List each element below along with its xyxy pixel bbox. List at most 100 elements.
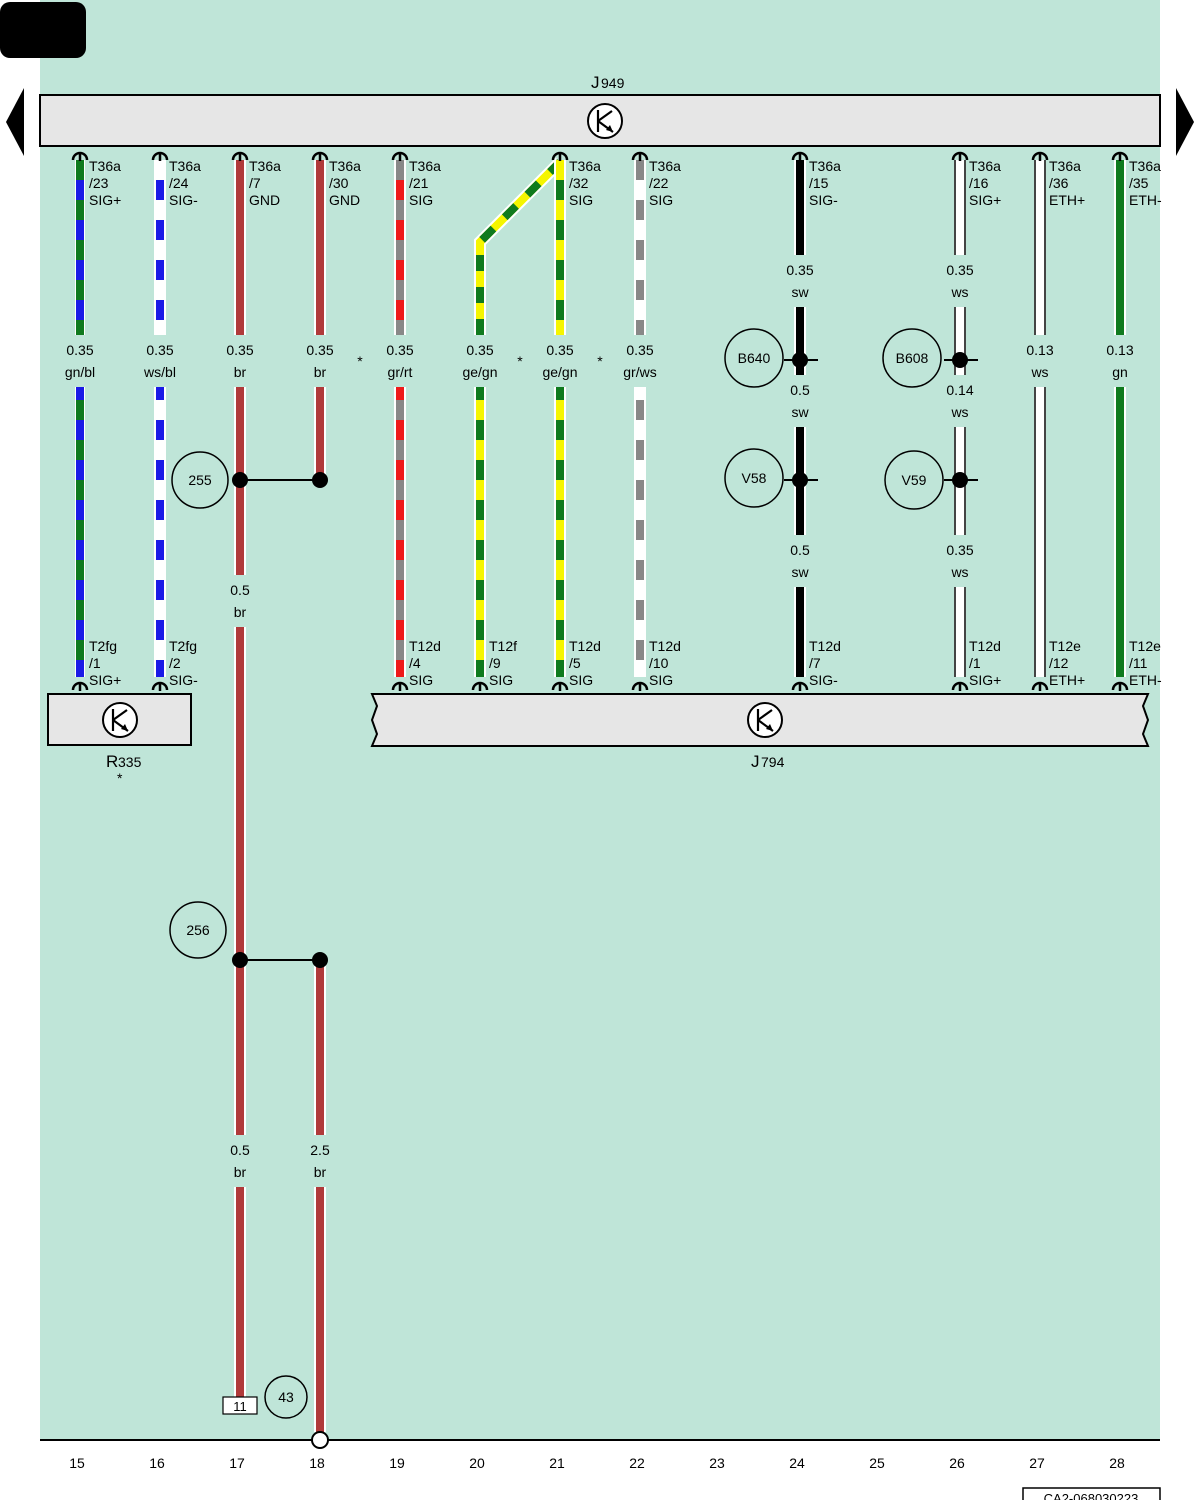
wire-size-label: 0.35: [546, 342, 573, 358]
wire-br[interactable]: [236, 1187, 244, 1397]
wire-gegn[interactable]: [476, 387, 484, 677]
track-number: 25: [869, 1455, 885, 1471]
wire-size-label: 0.13: [1106, 342, 1133, 358]
wire-gn[interactable]: [1116, 387, 1124, 677]
pin-number: /32: [569, 175, 589, 191]
pin-conn: T12f: [489, 638, 517, 654]
wire-gegn[interactable]: [556, 387, 564, 677]
wire-br[interactable]: [316, 160, 324, 335]
wire-br[interactable]: [236, 160, 244, 335]
wire-wsbl[interactable]: [156, 387, 164, 677]
pin-conn: T2fg: [89, 638, 117, 654]
pin-signal: SIG: [409, 672, 433, 688]
wire-grws[interactable]: [636, 387, 644, 677]
wire-ws[interactable]: [1036, 160, 1044, 335]
wire-gegn[interactable]: [556, 160, 564, 335]
control-unit-icon: [586, 102, 624, 140]
wire-gnbl[interactable]: [76, 160, 84, 335]
wire-sw[interactable]: [796, 160, 804, 255]
pin-signal: ETH-: [1129, 192, 1162, 208]
wires: [75, 157, 1126, 1432]
ref-label-43: 43: [278, 1389, 294, 1405]
pin-signal: SIG-: [809, 192, 838, 208]
wire-color-label: br: [314, 1164, 327, 1180]
wire-wsbl[interactable]: [156, 160, 164, 335]
sensor-b608[interactable]: [882, 328, 942, 388]
pin-number: /4: [409, 655, 421, 671]
pin-number: /5: [569, 655, 581, 671]
pin-number: /1: [89, 655, 101, 671]
wire-br[interactable]: [316, 387, 324, 480]
asterisk-note: *: [517, 353, 523, 369]
triangle-right-icon[interactable]: [1176, 88, 1194, 156]
wire-br[interactable]: [236, 627, 244, 1135]
track-number: 15: [69, 1455, 85, 1471]
pin-signal: SIG+: [969, 192, 1001, 208]
track-number: 18: [309, 1455, 325, 1471]
bottom-connector-pins: T2fg/1SIG+T2fg/2SIG-T12d/4SIGT12f/9SIGT1…: [71, 638, 1162, 692]
wire-gn[interactable]: [1116, 160, 1124, 335]
track-number: 27: [1029, 1455, 1045, 1471]
wire-ws[interactable]: [956, 160, 964, 255]
wire-br[interactable]: [316, 960, 324, 1135]
wire-size-label: 0.5: [790, 382, 810, 398]
pin-conn: T36a: [249, 158, 281, 174]
wire-size-label: 0.35: [946, 542, 973, 558]
wire-grrt[interactable]: [396, 160, 404, 335]
component-j794: J 794: [370, 693, 1150, 771]
pin-signal: ETH-: [1129, 672, 1162, 688]
wire-ws[interactable]: [956, 307, 964, 375]
actuator-v59[interactable]: [884, 450, 944, 510]
pin-number: /36: [1049, 175, 1069, 191]
splices: [232, 352, 978, 968]
wire-grws[interactable]: [636, 160, 644, 335]
splice-dot: [952, 472, 968, 488]
j794-letter: J: [751, 752, 760, 771]
wire-size-label: 0.35: [466, 342, 493, 358]
pin-signal: GND: [329, 192, 360, 208]
splice-dot: [232, 472, 248, 488]
pin-conn: T12e: [1049, 638, 1081, 654]
wire-color-label: br: [234, 1164, 247, 1180]
splice-dot: [312, 952, 328, 968]
actuator-v58[interactable]: [724, 448, 784, 508]
sensor-b640[interactable]: [724, 328, 784, 388]
wire-br[interactable]: [316, 1187, 324, 1432]
ref-circle-256[interactable]: [169, 901, 227, 959]
wire-gegn-diagonal[interactable]: [476, 159, 563, 335]
wire-ws[interactable]: [1036, 387, 1044, 677]
triangle-left-icon[interactable]: [6, 88, 24, 156]
pin-conn: T36a: [649, 158, 681, 174]
actuator-v58-label: V58: [742, 470, 767, 486]
wire-color-label: ws: [950, 564, 968, 580]
wire-grrt[interactable]: [396, 387, 404, 677]
pin-conn: T12d: [969, 638, 1001, 654]
j949-letter: J: [591, 73, 600, 92]
r335-sub: 335: [118, 754, 142, 770]
ref-circle-43[interactable]: [264, 1375, 308, 1419]
asterisk-note: *: [357, 353, 363, 369]
pin-number: /11: [1129, 655, 1148, 671]
ground-point-box[interactable]: [222, 1396, 258, 1415]
wire-gnbl[interactable]: [76, 387, 84, 677]
wire-sw[interactable]: [796, 307, 804, 375]
track-number: 21: [549, 1455, 565, 1471]
wire-ws[interactable]: [956, 587, 964, 677]
pin-number: /30: [329, 175, 349, 191]
pin-signal: SIG-: [169, 192, 198, 208]
asterisk-note: *: [597, 353, 603, 369]
wire-size-label: 0.35: [306, 342, 333, 358]
wire-color-label: br: [234, 364, 247, 380]
wire-sw[interactable]: [796, 587, 804, 677]
asterisks: * * *: [357, 353, 603, 369]
track-number: 23: [709, 1455, 725, 1471]
wire-size-label: 0.14: [946, 382, 973, 398]
pin-conn: T12d: [649, 638, 681, 654]
pin-signal: SIG+: [969, 672, 1001, 688]
pin-conn: T12d: [569, 638, 601, 654]
pin-number: /10: [649, 655, 669, 671]
ref-circle-255[interactable]: [171, 451, 229, 509]
pin-signal: SIG: [649, 672, 673, 688]
pin-signal: ETH+: [1049, 192, 1085, 208]
pin-number: /22: [649, 175, 669, 191]
